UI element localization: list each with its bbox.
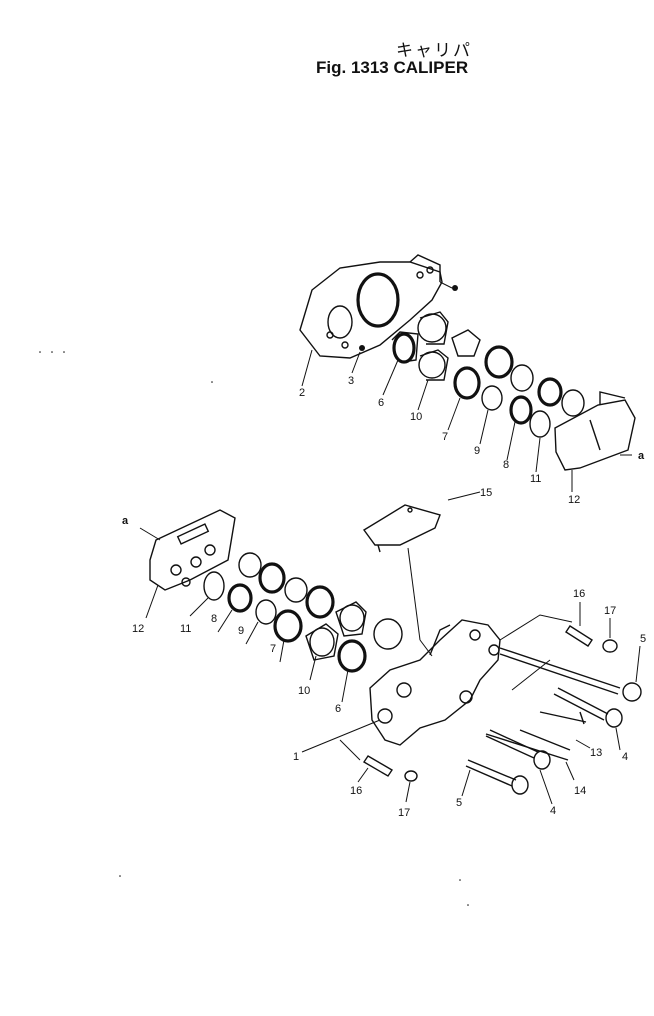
- label-part-7-lower: 7: [270, 643, 276, 655]
- label-part-7: 7: [442, 431, 448, 443]
- label-part-8: 8: [503, 459, 509, 471]
- label-part-11: 11: [530, 473, 541, 485]
- upper-part-labels: 2 3 6 10 7 9 8 11 12 a: [299, 375, 645, 506]
- upper-brake-pad-12: [554, 391, 636, 471]
- upper-piston-10: [417, 311, 449, 381]
- lower-bolts: [339, 614, 642, 795]
- label-ref-a-upper: a: [638, 450, 645, 462]
- label-part-6: 6: [378, 397, 384, 409]
- label-part-12-lower: 12: [132, 623, 144, 635]
- label-part-1: 1: [293, 751, 299, 763]
- label-part-17-lower: 17: [398, 807, 410, 819]
- lower-caliper-body: [369, 619, 501, 746]
- label-part-9: 9: [474, 445, 480, 457]
- lower-leader-lines: [139, 491, 641, 805]
- label-part-2: 2: [299, 387, 305, 399]
- label-part-17-right: 17: [604, 605, 616, 617]
- label-part-10: 10: [410, 411, 422, 423]
- upper-piston-rings: [451, 329, 585, 438]
- label-part-13: 13: [590, 747, 602, 759]
- upper-caliper-body: [299, 254, 443, 359]
- label-part-9-lower: 9: [238, 625, 244, 637]
- label-part-16-lower: 16: [350, 785, 362, 797]
- upper-piston-6: [391, 331, 419, 364]
- lower-brake-pad-12: [149, 509, 236, 591]
- upper-bleeder-3: [359, 281, 458, 351]
- lower-piston-rings: [203, 552, 335, 643]
- lower-pad-clip-15: [362, 504, 441, 657]
- upper-leader-lines: [301, 349, 632, 492]
- label-part-12: 12: [568, 494, 580, 506]
- label-part-10-lower: 10: [298, 685, 310, 697]
- label-part-5-right: 5: [640, 633, 646, 645]
- label-ref-a-lower: a: [122, 515, 129, 527]
- label-part-15: 15: [480, 487, 492, 499]
- label-part-3: 3: [348, 375, 354, 387]
- label-part-4-lower: 4: [550, 805, 556, 817]
- lower-pistons: [305, 601, 403, 673]
- figure-title: Fig. 1313 CALIPER: [316, 58, 469, 77]
- label-part-5-lower: 5: [456, 797, 462, 809]
- label-part-11-lower: 11: [180, 623, 191, 635]
- label-part-6-lower: 6: [335, 703, 341, 715]
- label-part-8-lower: 8: [211, 613, 217, 625]
- figure-title-japanese: キャリパ: [396, 41, 472, 61]
- label-part-4-right: 4: [622, 751, 628, 763]
- label-part-16-right: 16: [573, 588, 585, 600]
- label-part-14: 14: [574, 785, 586, 797]
- scan-specks: [39, 351, 469, 906]
- lower-part-labels: a 12 11 8 9 7 10 6 1 15 16 17 5 4 13 14 …: [122, 487, 646, 819]
